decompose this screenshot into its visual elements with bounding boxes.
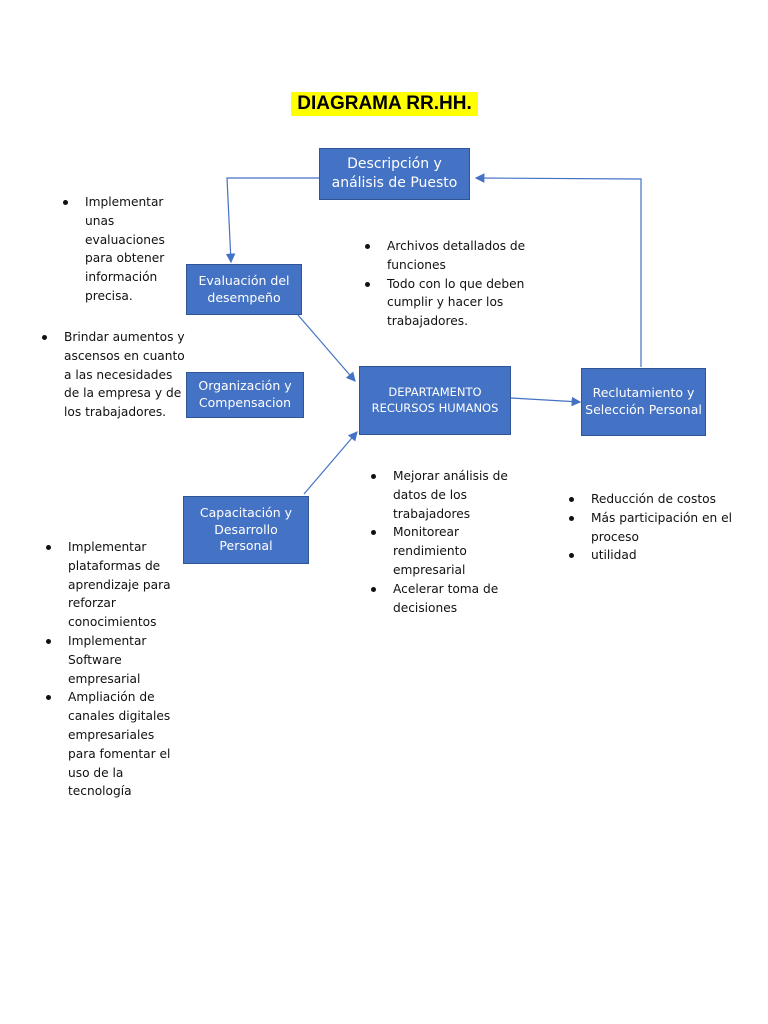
- notes-organizacion: Brindar aumentos y ascensos en cuanto a …: [40, 328, 186, 422]
- list-item: Brindar aumentos y ascensos en cuanto a …: [42, 328, 186, 422]
- box-capacitacion-line-2: Desarrollo: [214, 521, 278, 537]
- box-evaluacion: Evaluación del desempeño: [186, 264, 302, 315]
- list-item: Monitorear rendimiento empresarial: [371, 523, 530, 579]
- list-item: Implementar Software empresarial: [46, 632, 184, 688]
- diagram-title: DIAGRAMA RR.HH.: [291, 92, 478, 116]
- list-item: Todo con lo que deben cumplir y hacer lo…: [365, 275, 549, 331]
- box-capacitacion-line-3: Personal: [219, 538, 273, 554]
- list-item: Archivos detallados de funciones: [365, 237, 549, 275]
- list-item: Implementar unas evaluaciones para obten…: [63, 193, 169, 306]
- arrow-departamento-to-reclutamiento: [510, 396, 582, 407]
- list-item: Mejorar análisis de datos de los trabaja…: [371, 467, 530, 523]
- notes-evaluacion: Implementar unas evaluaciones para obten…: [61, 193, 169, 306]
- box-reclutamiento-line-1: Reclutamiento y: [592, 385, 695, 401]
- arrow-capacitacion-to-departamento: [303, 431, 358, 495]
- list-item: Reducción de costos: [569, 490, 743, 509]
- box-departamento: DEPARTAMENTO RECURSOS HUMANOS: [359, 366, 511, 435]
- box-descripcion: Descripción y análisis de Puesto: [319, 148, 470, 200]
- arrow-evaluacion-to-departamento: [297, 314, 356, 382]
- box-descripcion-line-1: Descripción y: [347, 156, 442, 173]
- box-organizacion-line-2: Compensacion: [198, 395, 292, 410]
- list-item: Implementar plataformas de aprendizaje p…: [46, 538, 184, 632]
- box-departamento-line-1: DEPARTAMENTO: [388, 384, 482, 399]
- notes-descripcion: Archivos detallados de funciones Todo co…: [363, 237, 549, 331]
- box-capacitacion-line-1: Capacitación y: [199, 504, 293, 520]
- box-capacitacion: Capacitación y Desarrollo Personal: [183, 496, 309, 564]
- list-item: Ampliación de canales digitales empresar…: [46, 688, 184, 801]
- box-reclutamiento: Reclutamiento y Selección Personal: [581, 368, 706, 436]
- box-departamento-line-2: RECURSOS HUMANOS: [371, 400, 499, 415]
- notes-capacitacion: Implementar plataformas de aprendizaje p…: [44, 538, 184, 801]
- arrow-descripcion-to-evaluacion: [225, 177, 319, 264]
- box-reclutamiento-line-2: Selección Personal: [585, 402, 702, 417]
- list-item: utilidad: [569, 546, 743, 565]
- notes-departamento: Mejorar análisis de datos de los trabaja…: [369, 467, 530, 617]
- arrow-reclutamiento-to-descripcion: [474, 173, 642, 367]
- list-item: Acelerar toma de decisiones: [371, 580, 530, 618]
- list-item: Más participación en el proceso: [569, 509, 743, 547]
- box-organizacion-line-1: Organización y: [198, 378, 292, 394]
- box-organizacion: Organización y Compensacion: [186, 372, 304, 418]
- box-descripcion-line-2: análisis de Puesto: [331, 175, 458, 191]
- box-evaluacion-line-2: desempeño: [207, 289, 281, 305]
- box-evaluacion-line-1: Evaluación del: [198, 272, 290, 288]
- notes-reclutamiento: Reducción de costos Más participación en…: [567, 490, 743, 565]
